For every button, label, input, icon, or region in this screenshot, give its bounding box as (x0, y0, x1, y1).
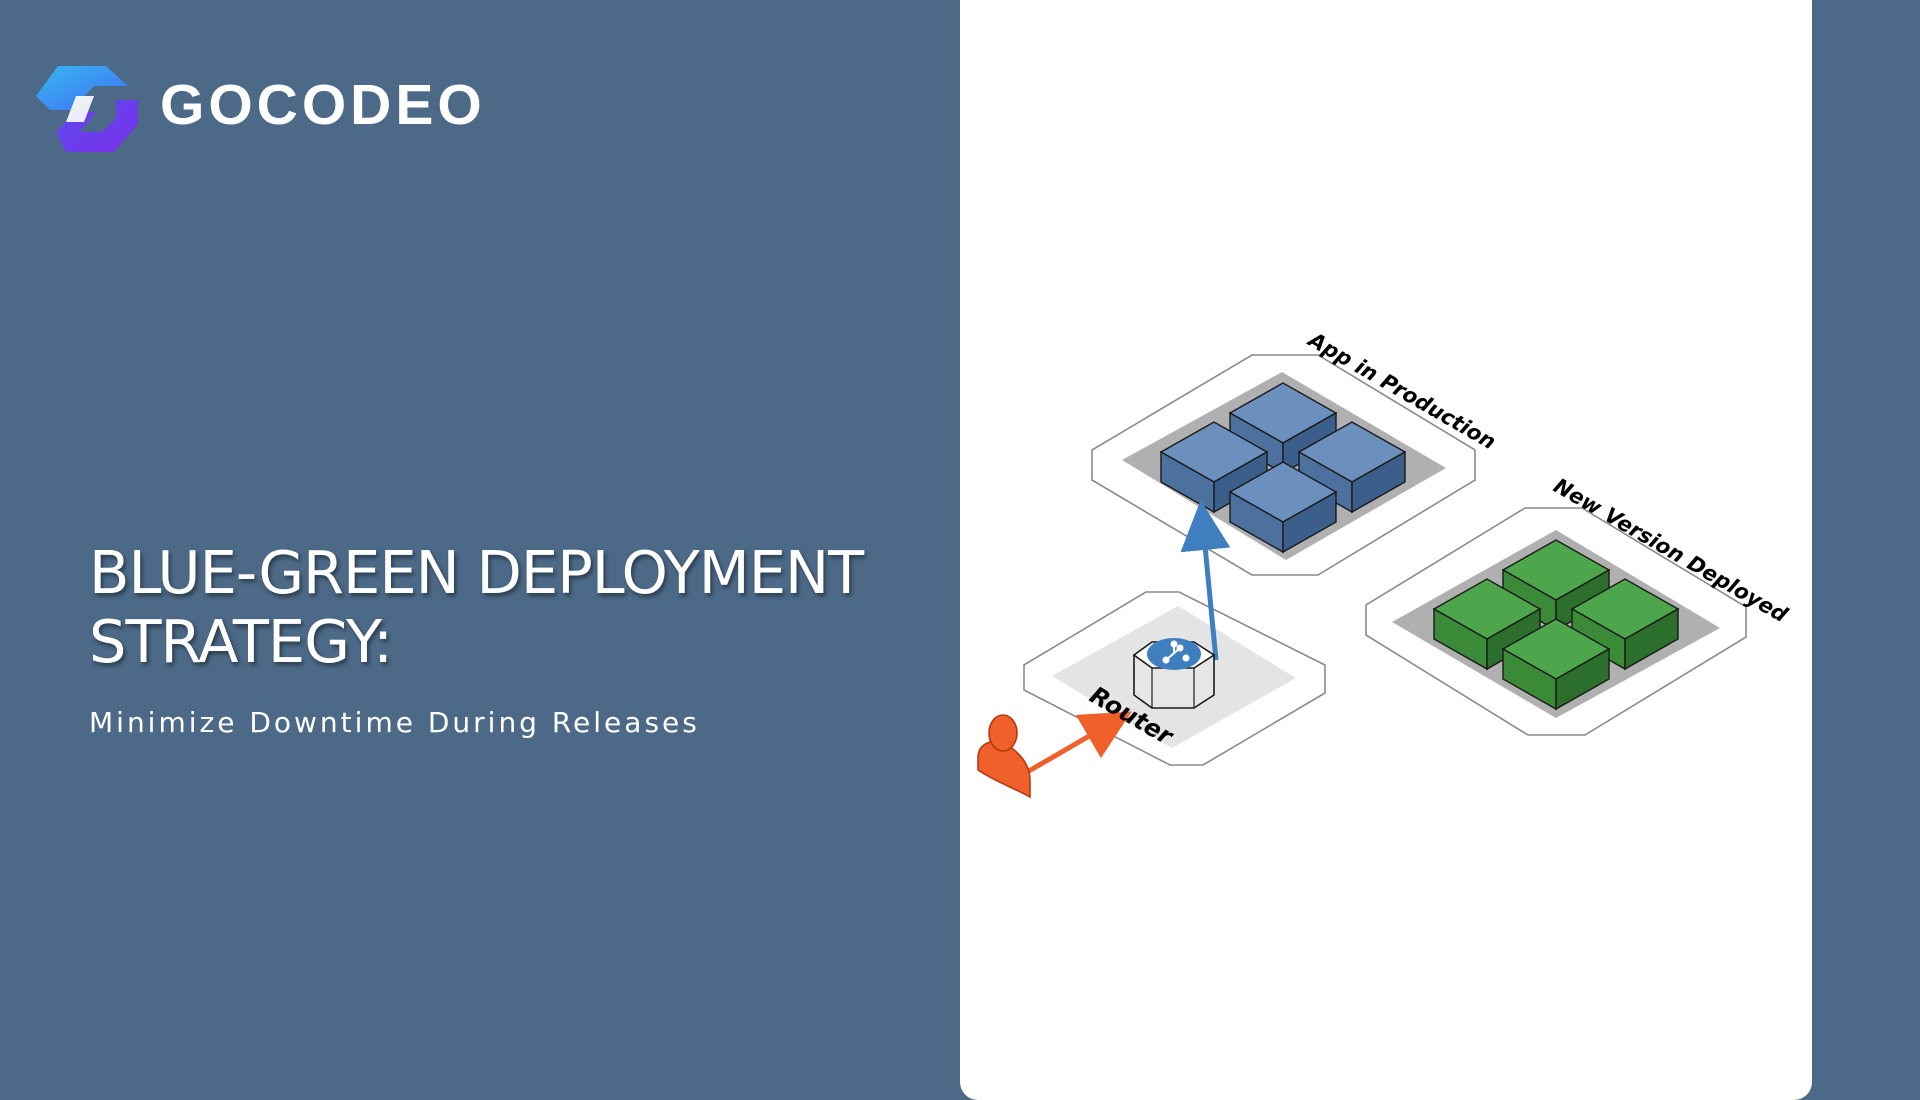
route-arrow (1180, 500, 1231, 661)
traffic-arrow (1020, 711, 1132, 778)
brand-name: GOCODEO (160, 73, 486, 137)
page-subtitle: Minimize Downtime During Releases (89, 706, 700, 739)
blue-block (1228, 461, 1338, 554)
production-blocks (1159, 382, 1407, 554)
git-branch-icon (1162, 640, 1190, 664)
blue-block (1297, 421, 1407, 514)
deployment-diagram: App in Production New Version Deployed R… (977, 327, 1792, 799)
green-block (1432, 578, 1542, 671)
page-title: BLUE-GREEN DEPLOYMENT STRATEGY: (89, 538, 889, 676)
router-icon (1132, 638, 1216, 709)
new-version-blocks (1432, 539, 1680, 711)
gocodeo-logo-icon (36, 66, 138, 152)
green-block (1501, 618, 1611, 711)
user-icon (977, 714, 1031, 799)
page-title-line-2: STRATEGY: (89, 607, 393, 676)
page-title-line-1: BLUE-GREEN DEPLOYMENT (89, 538, 864, 607)
green-block (1570, 578, 1680, 671)
diagram-panel (960, 0, 1812, 1100)
